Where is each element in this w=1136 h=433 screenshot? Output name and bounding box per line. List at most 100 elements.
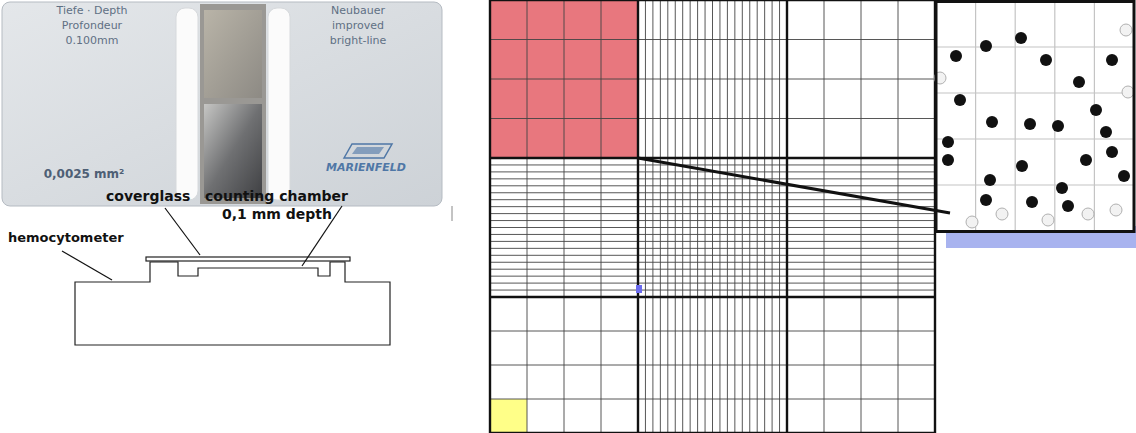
grid-line xyxy=(490,283,638,284)
grid-line xyxy=(787,164,935,165)
center-mark xyxy=(636,285,642,293)
grid-line xyxy=(490,178,638,179)
grid-line xyxy=(490,79,638,80)
grid-line xyxy=(787,276,935,277)
counting-area xyxy=(204,104,262,198)
slide-text: Profondeur xyxy=(62,20,122,33)
grid-line xyxy=(490,262,638,263)
grid-line xyxy=(787,171,935,172)
grid-line xyxy=(490,185,638,186)
grid-line xyxy=(638,185,787,186)
blood-cell xyxy=(1106,54,1118,66)
small-square xyxy=(490,399,527,433)
grid-line xyxy=(787,331,935,332)
grid-line xyxy=(787,118,935,119)
slide-groove xyxy=(268,8,290,200)
grid-line xyxy=(490,365,638,366)
grid-line xyxy=(787,227,935,228)
grid-line xyxy=(490,118,638,119)
grid-border xyxy=(490,157,935,159)
blood-cell xyxy=(986,116,998,128)
brand-logo xyxy=(344,144,392,158)
blood-cell xyxy=(1062,200,1074,212)
grid-border xyxy=(786,0,788,433)
grid-ground xyxy=(490,0,935,433)
zoom-line xyxy=(638,158,950,213)
inset-grid-line xyxy=(975,1,976,231)
grid-line xyxy=(638,39,787,40)
cell-outline xyxy=(1120,24,1132,36)
inset-grid-line xyxy=(936,184,1134,185)
grid-line xyxy=(638,227,787,228)
grid-line xyxy=(490,227,638,228)
blood-cell xyxy=(1090,104,1102,116)
slide-glass xyxy=(2,2,442,206)
counting-area xyxy=(204,10,262,98)
grid-line xyxy=(787,269,935,270)
blood-cell xyxy=(950,50,962,62)
coverglass-shape xyxy=(146,257,350,261)
grid-line xyxy=(490,269,638,270)
depth-value: 0.100mm xyxy=(66,35,119,48)
grid-line xyxy=(787,185,935,186)
blood-cell xyxy=(980,40,992,52)
grid-line xyxy=(787,262,935,263)
grid-line xyxy=(638,255,787,256)
inset-grid-line xyxy=(1094,1,1095,231)
grid-line xyxy=(787,178,935,179)
grid-line xyxy=(638,276,787,277)
slide-groove xyxy=(176,8,198,200)
grid-line xyxy=(490,290,638,291)
grid-line xyxy=(787,213,935,214)
grid-line xyxy=(787,241,935,242)
part-label: coverglass xyxy=(106,188,190,204)
area-value: 0,0025 mm² xyxy=(44,168,125,182)
grid-border xyxy=(490,0,935,1)
grid-line xyxy=(638,118,787,119)
grid-line xyxy=(490,199,638,200)
grid-line xyxy=(638,164,787,165)
chamber-bar xyxy=(200,4,266,204)
grid-line xyxy=(638,234,787,235)
wbc-square xyxy=(490,0,638,158)
stray-mark xyxy=(452,206,453,221)
blood-cell xyxy=(984,174,996,186)
blood-cell xyxy=(980,194,992,206)
slide-text: bright-line xyxy=(330,35,387,48)
grid-line xyxy=(638,79,787,80)
grid-line xyxy=(638,283,787,284)
brand-name: MARIENFELD xyxy=(326,162,406,175)
blood-cell xyxy=(1015,32,1027,44)
blood-cell xyxy=(1100,126,1112,138)
blood-cell xyxy=(1052,120,1064,132)
cell-outline xyxy=(1122,86,1134,98)
cross-section xyxy=(62,206,390,345)
slide-text: improved xyxy=(332,20,384,33)
grid-line xyxy=(490,241,638,242)
grid-line xyxy=(638,248,787,249)
inset-grid-line xyxy=(936,92,1134,93)
blood-cell xyxy=(1024,118,1036,130)
grid-line xyxy=(490,192,638,193)
grid-line xyxy=(490,399,638,400)
grid-line xyxy=(638,241,787,242)
grid-line xyxy=(490,276,638,277)
grid-line xyxy=(787,290,935,291)
blood-cell xyxy=(1118,170,1130,182)
grid-line xyxy=(638,199,787,200)
grid-line xyxy=(787,39,935,40)
slide-text: Tiefe · Depth xyxy=(57,5,128,18)
grid-line xyxy=(638,206,787,207)
grid-border xyxy=(489,0,491,433)
slide-text: Neubauer xyxy=(331,5,385,18)
blood-cell xyxy=(1040,54,1052,66)
grid-line xyxy=(787,399,935,400)
blood-cell xyxy=(942,136,954,148)
grid-border xyxy=(490,296,935,298)
grid-line xyxy=(490,331,638,332)
zoom-inset xyxy=(934,1,1136,248)
blood-cell xyxy=(954,94,966,106)
blood-cell xyxy=(1056,182,1068,194)
